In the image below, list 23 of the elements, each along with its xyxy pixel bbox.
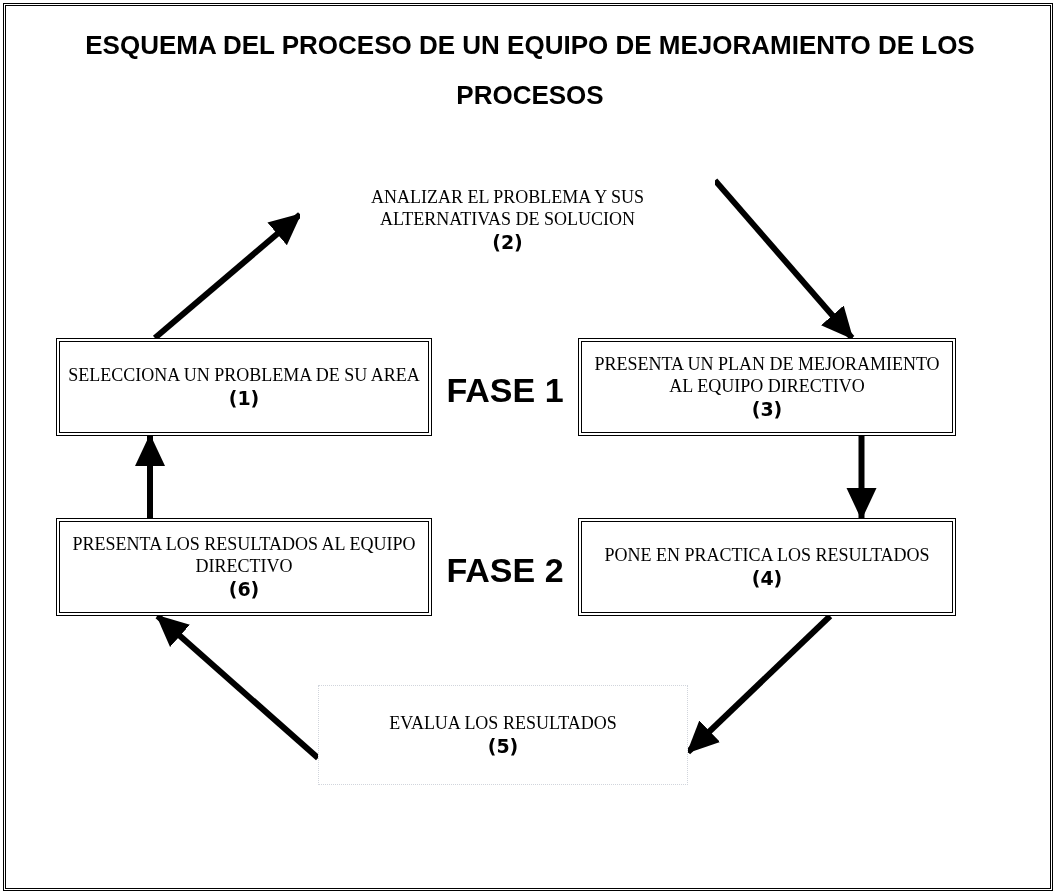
process-box (56, 338, 432, 436)
phase-label: FASE 1 (445, 370, 565, 411)
step-text: PRESENTA UN PLAN DE MEJORAMIENTO AL EQUIPO DIRECTIVO (593, 353, 941, 397)
step-number: (4) (751, 566, 783, 590)
arrow (135, 434, 165, 518)
step-text: SELECCIONA UN PROBLEMA DE SU AREA (68, 364, 420, 386)
step-number: (2) (492, 230, 523, 254)
step-number: (3) (751, 397, 783, 421)
step-text: ANALIZAR EL PROBLEMA Y SUS ALTERNATIVAS DE SOLUCION (370, 186, 645, 230)
step-number: (6) (228, 577, 260, 601)
arrow (846, 436, 877, 520)
step-text: PONE EN PRACTICA LOS RESULTADOS (604, 544, 930, 566)
process-box (56, 518, 432, 616)
phase-label: FASE 2 (445, 550, 565, 591)
step-text: EVALUA LOS RESULTADOS (389, 712, 617, 734)
title: ESQUEMA DEL PROCESO DE UN EQUIPO DE MEJORAMIENTO DE LOS PROCESOS (84, 29, 976, 112)
process-step (318, 685, 688, 785)
step-number: (1) (228, 386, 260, 410)
step-text: PRESENTA LOS RESULTADOS AL EQUIPO DIRECTIVO (71, 533, 417, 577)
process-box (578, 518, 956, 616)
process-box (578, 338, 956, 436)
step-number: (5) (487, 734, 519, 758)
arrow (152, 212, 302, 341)
